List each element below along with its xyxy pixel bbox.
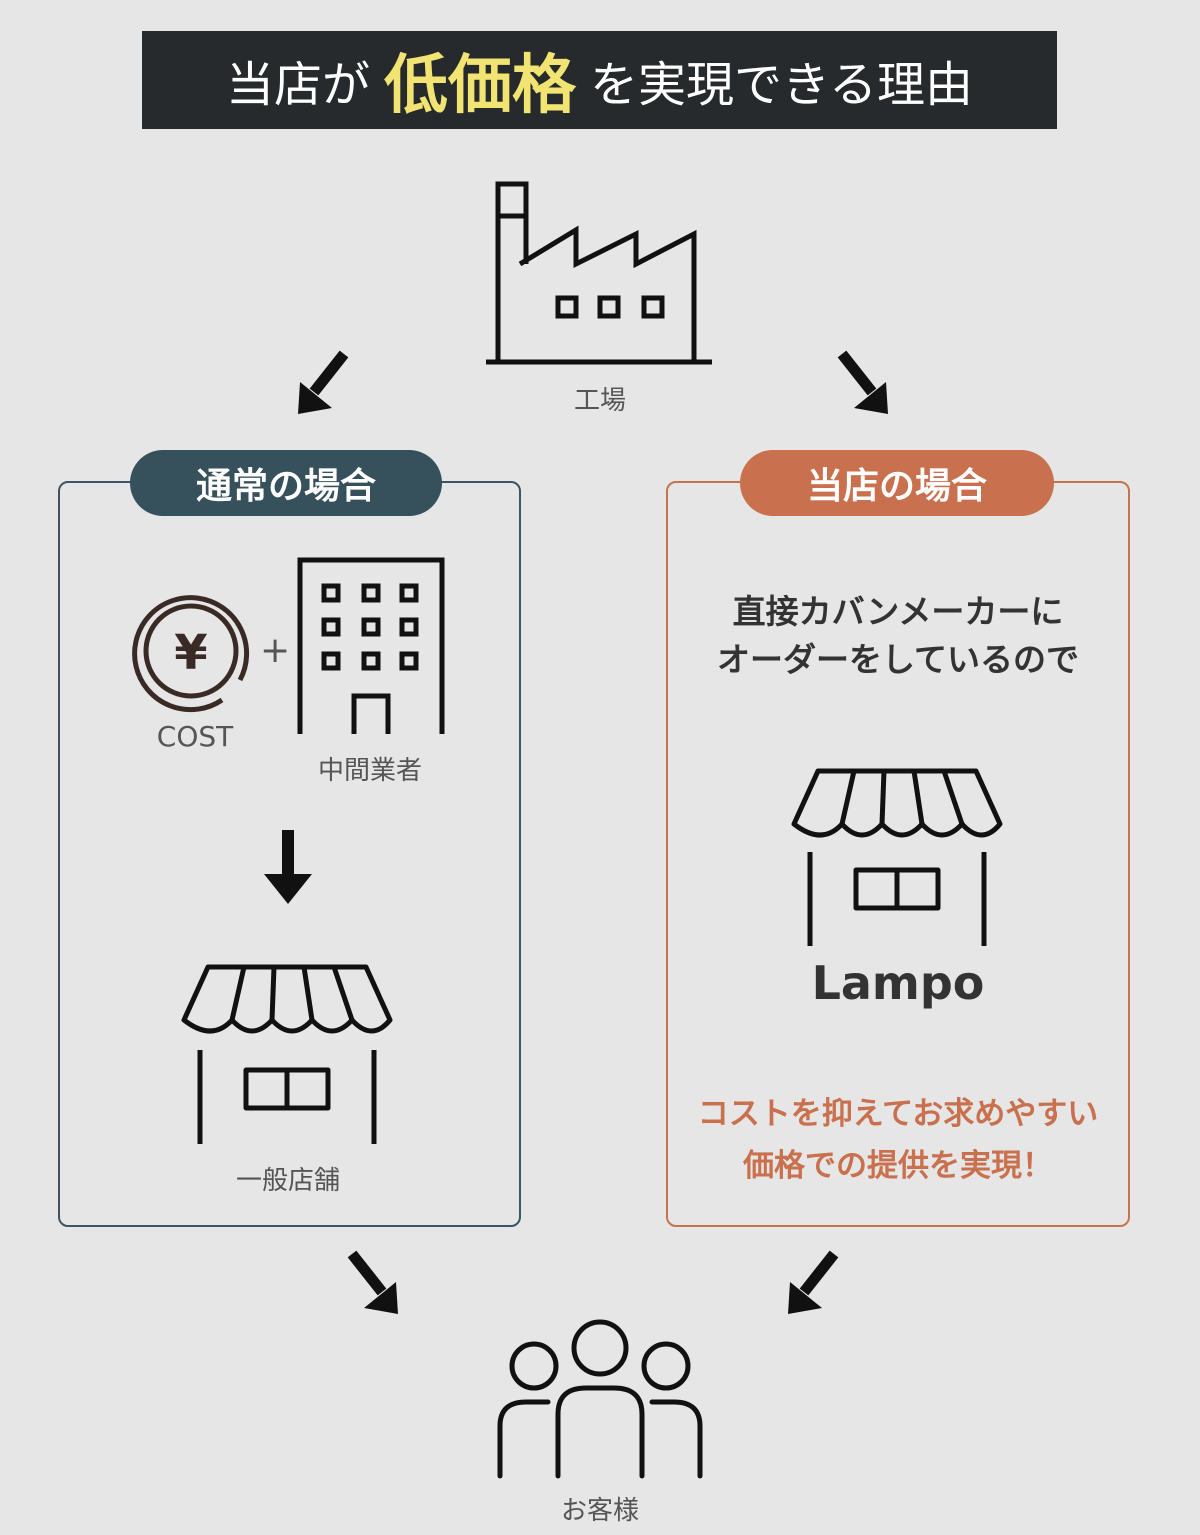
yen-symbol: ¥ [174,625,207,681]
title-suffix: を実現できる理由 [589,57,974,113]
customers-icon [497,1319,703,1479]
middleman-label: 中間業者 [317,756,422,786]
arrow-down-right-icon [837,350,888,414]
our-case-header: 当店の場合 [740,450,1054,516]
result-line-2: 価格での提供を実現！ [743,1148,1053,1184]
title-prefix: 当店が [225,57,370,113]
normal-case-header: 通常の場合 [130,450,442,516]
direct-order-message: 直接カバンメーカーに オーダーをしているので [670,588,1126,684]
lampo-store-icon [791,768,1003,946]
title-banner: 当店が 低価格 を実現できる理由 [142,31,1057,129]
factory-label: 工場 [573,386,626,416]
result-line-1: コストを抑えてお求めやすい [697,1096,1099,1132]
title-highlight: 低価格 [383,49,576,123]
customers-label: お客様 [560,1496,639,1526]
general-store-icon [181,964,393,1144]
result-message: コストを抑えてお求めやすい 価格での提供を実現！ [670,1088,1126,1192]
arrow-down-left-icon [298,350,349,414]
yen-coin-icon: ¥ [132,595,250,713]
brand-name: Lampo [811,956,985,1010]
store-label: 一般店舗 [235,1166,340,1196]
message-line-1: 直接カバンメーカーに [732,592,1064,631]
message-line-2: オーダーをしているので [716,640,1079,679]
factory-icon [486,181,712,365]
arrow-to-customers-left-icon [347,1250,398,1314]
building-icon [297,557,445,734]
cost-label: COST [156,720,234,753]
arrow-down-icon [264,830,312,904]
arrow-to-customers-right-icon [788,1250,839,1314]
plus-sign: + [260,630,291,671]
